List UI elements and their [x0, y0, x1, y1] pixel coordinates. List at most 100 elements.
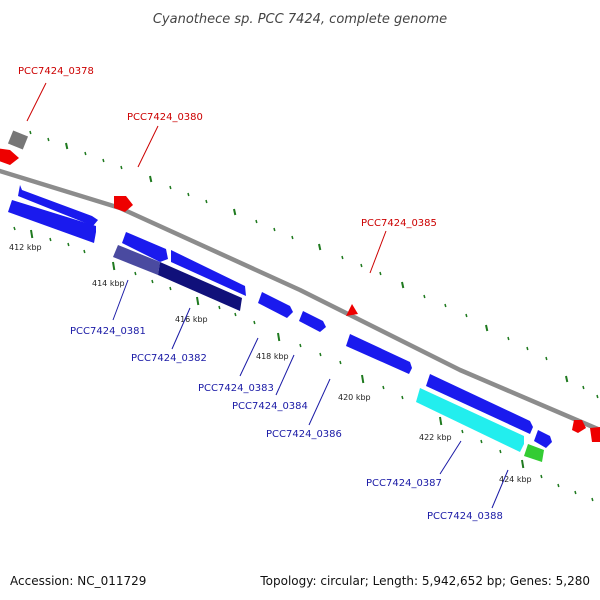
tick: [507, 336, 510, 341]
tick: [234, 312, 237, 317]
tick: [13, 226, 16, 231]
gene-label-PCC7424_0388: PCC7424_0388: [427, 511, 503, 522]
tick: [423, 294, 426, 299]
callout-line: [26, 82, 47, 122]
callout-line: [369, 230, 387, 274]
scale-label: 414 kbp: [92, 279, 125, 288]
tick: [382, 385, 385, 390]
tick: [591, 497, 594, 502]
tick-major: [401, 281, 405, 289]
forward-strand-genes: [0, 130, 600, 442]
callout-line: [112, 279, 129, 321]
scale-label: 418 kbp: [256, 352, 289, 361]
tick: [545, 356, 548, 361]
tick: [465, 313, 468, 318]
tick: [134, 271, 137, 276]
inner-tick-row: [13, 226, 594, 502]
tick: [169, 286, 172, 291]
scale-label: 424 kbp: [499, 475, 532, 484]
tick: [557, 483, 560, 488]
tick: [339, 360, 342, 365]
scale-label: 412 kbp: [9, 243, 42, 252]
tick: [84, 151, 87, 156]
scale-label: 422 kbp: [419, 433, 452, 442]
gene-feature: [534, 430, 552, 448]
reverse-callouts: [112, 279, 509, 509]
tick-major: [196, 296, 200, 306]
callout-line: [439, 440, 462, 475]
tick: [582, 385, 585, 390]
tick: [273, 227, 276, 232]
gene-PCC7424_0378-marker: [7, 130, 29, 150]
callout-line: [171, 307, 191, 350]
tick: [120, 165, 123, 170]
tick: [401, 395, 404, 400]
genome-backbone: [0, 168, 600, 433]
tick: [49, 237, 52, 242]
gene-PCC7424_0383: [258, 292, 293, 318]
gene-PCC7424_0380-marker: [114, 196, 133, 212]
forward-callouts: [26, 82, 387, 274]
tick: [596, 394, 599, 399]
tick-major: [361, 374, 365, 384]
tick: [299, 343, 302, 348]
tick: [169, 185, 172, 190]
gene-labels: PCC7424_0378 PCC7424_0380 PCC7424_0385 P…: [18, 66, 503, 522]
tick: [291, 235, 294, 240]
gene-label-PCC7424_0382: PCC7424_0382: [131, 353, 207, 364]
scale-label: 420 kbp: [338, 393, 371, 402]
tick-major: [485, 324, 489, 332]
tick: [540, 474, 543, 479]
gene-PCC7424_0384: [299, 311, 326, 332]
callout-line: [239, 337, 259, 377]
gene-feature: [572, 420, 586, 433]
tick-major: [565, 375, 569, 383]
gene-PCC7424_0381: [122, 232, 168, 262]
gene-label-PCC7424_0378: PCC7424_0378: [18, 66, 94, 77]
callout-line: [275, 354, 295, 396]
gene-feature: [18, 185, 98, 226]
gene-feature: [590, 427, 600, 442]
gene-PCC7424_0382: [171, 250, 246, 296]
tick: [499, 449, 502, 454]
gene-feature: [8, 200, 96, 243]
tick: [341, 255, 344, 260]
gene-PCC7424_0381-overlap: [113, 245, 160, 275]
gene-label-PCC7424_0386: PCC7424_0386: [266, 429, 342, 440]
tick: [526, 346, 529, 351]
tick-major: [277, 332, 281, 342]
tick: [205, 199, 208, 204]
tick: [29, 130, 32, 135]
tick-major: [30, 229, 34, 239]
tick: [187, 192, 190, 197]
tick: [480, 439, 483, 444]
gene-PCC7424_0385-marker: [346, 304, 358, 316]
map-title: Cyanothece sp. PCC 7424, complete genome: [153, 12, 447, 27]
topology-text: Topology: circular; Length: 5,942,652 bp…: [260, 574, 590, 588]
callout-line: [137, 125, 159, 168]
tick: [151, 279, 154, 284]
gene-label-PCC7424_0384: PCC7424_0384: [232, 401, 308, 412]
gene-PCC7424_0382-overlap: [158, 262, 242, 311]
tick: [461, 429, 464, 434]
tick-major: [439, 416, 443, 426]
gene-feature: [0, 148, 19, 165]
accession-text: Accession: NC_011729: [10, 574, 147, 588]
gene-label-PCC7424_0385: PCC7424_0385: [361, 218, 437, 229]
tick: [255, 219, 258, 224]
gene-PCC7424_0386: [346, 334, 412, 374]
callout-line: [491, 469, 509, 509]
tick: [360, 263, 363, 268]
gene-label-PCC7424_0387: PCC7424_0387: [366, 478, 442, 489]
tick-major: [318, 243, 322, 251]
tick: [444, 303, 447, 308]
reverse-strand-genes: [8, 185, 552, 462]
outer-tick-row: [29, 130, 599, 399]
tick: [67, 242, 70, 247]
tick: [574, 490, 577, 495]
tick-major: [65, 142, 69, 150]
tick-major: [233, 208, 237, 216]
callout-line: [308, 378, 331, 426]
